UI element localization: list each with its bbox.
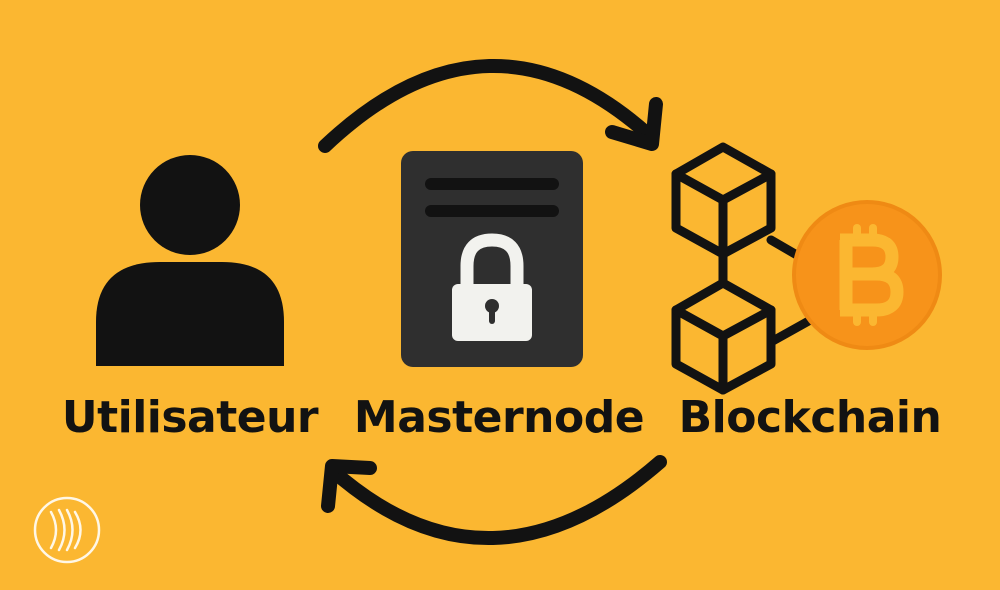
masternode-label: Masternode	[353, 392, 645, 443]
cube-top	[671, 142, 776, 259]
bitcoin-icon	[792, 200, 942, 350]
locked-server-icon	[401, 151, 583, 367]
user-icon	[96, 155, 284, 366]
blockchain-cubes-icon	[671, 142, 819, 395]
link-to-bitcoin-bottom	[766, 313, 819, 347]
cube-bottom	[671, 278, 776, 395]
arrow-forward-icon	[318, 58, 663, 153]
user-label: Utilisateur	[61, 392, 319, 443]
arrow-back-icon	[321, 455, 667, 546]
brand-logo-icon	[33, 496, 101, 564]
blockchain-label: Blockchain	[678, 392, 942, 443]
padlock-icon	[452, 233, 532, 341]
